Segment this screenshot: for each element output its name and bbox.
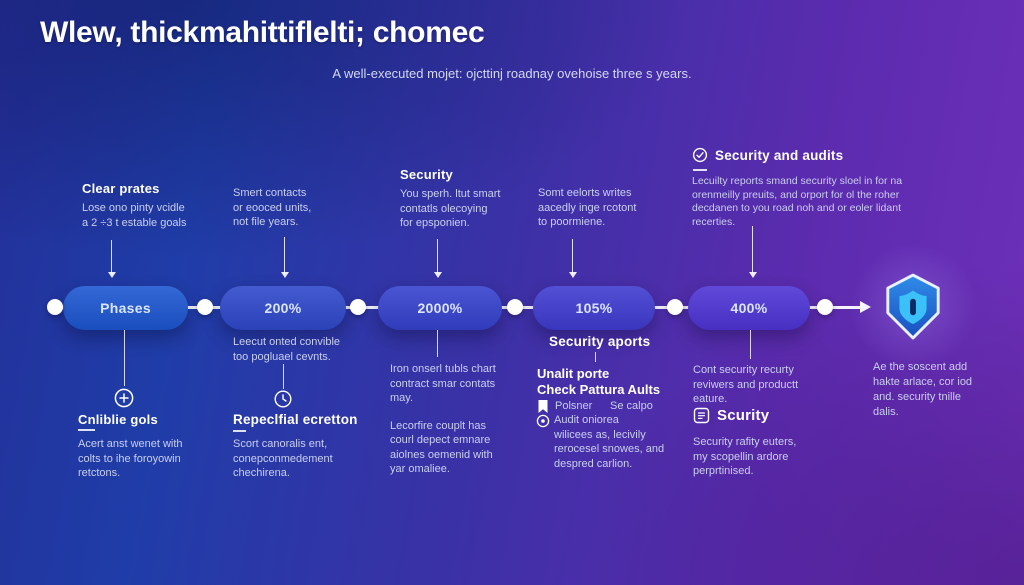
below-lead-execution: Leecut onted convible too pogluael cevnt… [233,335,383,364]
block-body: You sperh. ltut smart contatls olecoying… [400,188,501,229]
below-block-endnote: Ae the soscent add hakte arlace, cor iod… [873,360,1005,420]
block-body: Iron onserl tubls chart contract smar co… [390,363,496,404]
block-subheading: Unalit porte Check Pattura Aults [537,366,661,397]
timeline-dot [47,299,63,315]
connector-arrow-down [748,226,757,278]
connector-line [595,352,596,362]
check-circle-icon [692,147,708,163]
above-block-audits: Security and audits Lecuilty reports sma… [692,147,932,229]
connector-arrow-down [433,239,442,278]
clock-circle-icon [274,390,292,408]
timeline-dot [667,299,683,315]
block-body: Lecuilty reports smand security sloel in… [692,175,903,228]
timeline-node-2000: 2000% [378,286,502,330]
block-heading: Security aports [549,334,651,349]
above-block-contracts: Smert contacts or eooced units, not file… [233,186,373,230]
heading-accent-line [78,429,95,431]
connector-line [283,364,284,389]
below-heading-security-reports: Security aports [549,334,679,349]
timeline-dot [197,299,213,315]
block-heading: Security and audits [715,147,844,163]
block-body: Audit oniorea wilicees as, lecivily rero… [554,414,665,470]
item-label: Polsner [555,400,593,412]
block-body: Scort canoralis ent, conepconmedement ch… [233,438,333,479]
block-heading: Security [400,167,453,182]
below-block-contract: Iron onserl tubls chart contract smar co… [390,362,525,477]
plus-circle-icon [114,388,134,408]
below-block-execution: Repeclfial ecretton Scort canoralis ent,… [233,412,393,481]
node-label: Phases [100,300,151,316]
above-block-reports: Somt eelorts writes aacedly inge rcotont… [538,186,678,230]
report-item-1: Polsner [555,399,592,414]
block-body: Somt eelorts writes aacedly inge rcotont… [538,187,637,228]
shield-icon [886,273,940,340]
connector-arrow-down [568,239,577,278]
heading-accent-line [233,430,246,432]
block-body: Ae the soscent add hakte arlace, cor iod… [873,361,973,418]
report-item-2: Se calpo [610,399,653,414]
timeline-dot [507,299,523,315]
target-circle-icon [536,414,550,428]
below-subheading-audits: Unalit porte Check Pattura Aults [537,366,677,397]
node-label: 2000% [417,300,463,316]
block-body: Leecut onted convible too pogluael cevnt… [233,336,341,363]
block-heading: Clear prates [82,181,160,196]
timeline-dot [350,299,366,315]
block-body: Lecorfire couplt has courl depect emnare… [390,419,493,476]
below-block-goals: Cnliblie gols Acert anst wenet with colt… [78,412,228,481]
bookmark-icon [538,400,548,413]
block-heading: Cnliblie gols [78,412,158,427]
connector-line [124,330,125,386]
item-label: Se calpo [610,400,653,412]
timeline-end-arrowhead [860,301,871,313]
block-body: Smert contacts or eooced units, not file… [233,187,312,228]
block-body: Acert anst wenet with colts to ihe foroy… [78,438,183,479]
node-label: 400% [730,300,768,316]
grid-square-icon [693,407,710,424]
block-heading: Repeclfial ecretton [233,412,358,427]
block-body: Cont security recurty reviwers and produ… [693,364,799,405]
block-body: Security rafity euters, my scopellin ard… [693,436,797,477]
heading-accent-line [693,169,707,171]
above-block-security: Security You sperh. ltut smart contatls … [400,167,540,231]
connector-arrow-down [280,237,289,278]
page-subtitle: A well-executed mojet: ojcttinj roadnay … [332,66,692,81]
connector-line [750,330,751,359]
timeline-node-200: 200% [220,286,346,330]
block-body: Lose ono pinty vcidle a 2 ÷3 t estable g… [82,202,187,229]
below-block-security: Scurity Security rafity euters, my scope… [693,407,853,479]
node-label: 200% [264,300,302,316]
above-block-goals: Clear prates Lose ono pinty vcidle a 2 ÷… [82,181,232,230]
timeline-node-105: 105% [533,286,655,330]
timeline-node-400: 400% [688,286,810,330]
below-block-audit: Audit oniorea wilicees as, lecivily rero… [554,413,679,471]
timeline-node-phases: Phases [63,286,188,330]
timeline-dot [817,299,833,315]
page-title: Wlew, thickmahittiflelti; chomec [40,16,485,49]
block-heading: Scurity [717,407,770,424]
connector-line [437,330,438,357]
below-lead-reviews: Cont security recurty reviwers and produ… [693,363,843,407]
connector-arrow-down [107,240,116,278]
node-label: 105% [575,300,613,316]
